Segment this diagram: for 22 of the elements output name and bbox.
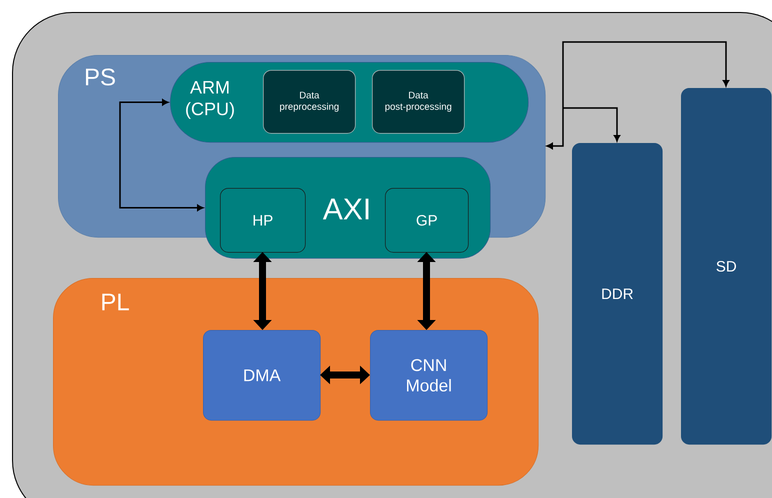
node-label: AXI: [322, 198, 368, 220]
node-label: PS: [86, 68, 115, 86]
arrow: [546, 41, 730, 150]
node-label: Data preprocessing: [280, 92, 339, 112]
module-box: [370, 330, 488, 421]
function-box: [263, 70, 356, 134]
node-label: PL: [102, 294, 129, 310]
port-box: [220, 188, 306, 253]
module-box: [203, 330, 321, 421]
memory-box: [572, 143, 663, 445]
function-box: [372, 70, 465, 134]
node-label: Data post-processing: [385, 92, 452, 112]
node-label: DDR: [602, 288, 633, 299]
node-label: ARM (CPU): [186, 81, 234, 119]
node-label: SD: [716, 260, 736, 272]
node-label: HP: [254, 215, 272, 226]
port-box: [385, 188, 469, 253]
arrow: [119, 99, 204, 212]
node-label: DMA: [244, 369, 281, 382]
node-label: GP: [416, 214, 437, 226]
memory-box: [681, 88, 772, 445]
node-label: CNN Model: [407, 359, 451, 392]
